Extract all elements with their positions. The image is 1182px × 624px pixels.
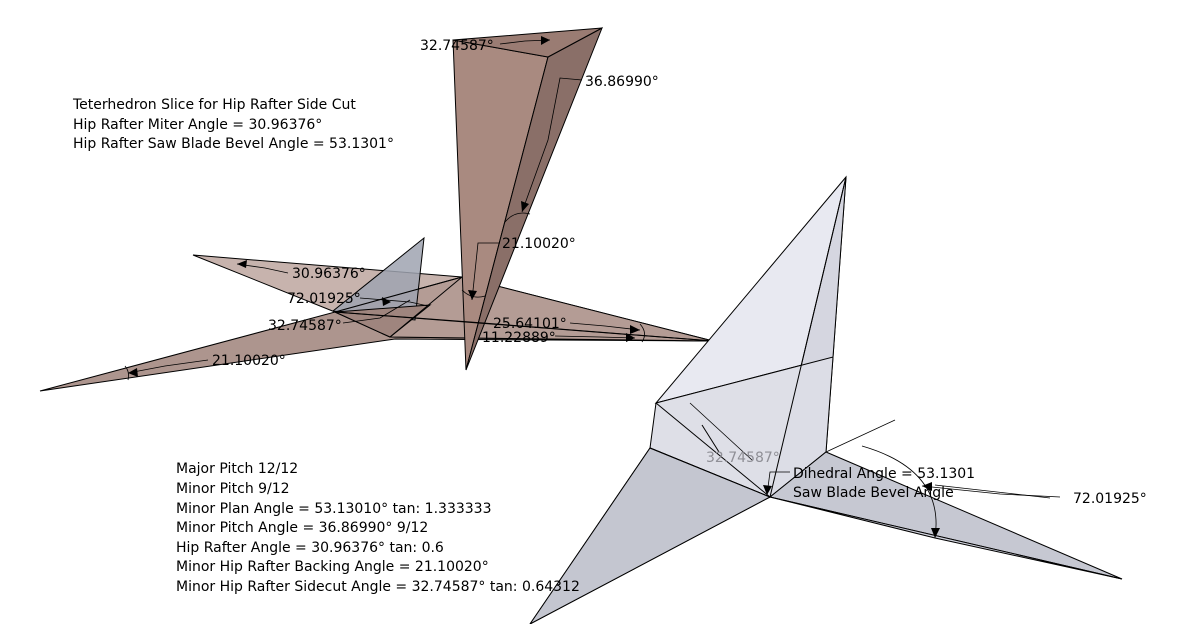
angle-label-right-ghost: 32.74587° (706, 450, 780, 466)
dim-arrow-top-right (521, 77, 583, 213)
info-line-1: Major Pitch 12/12 (176, 461, 298, 477)
dim-arrow-right-b (554, 335, 636, 339)
edge-center-1 (334, 276, 463, 313)
arrowhead-right-far (922, 482, 932, 491)
title-line-2: Hip Rafter Miter Angle = 30.96376° (73, 117, 322, 133)
angle-label-left-upper: 30.96376° (292, 266, 366, 282)
info-line-2: Minor Pitch 9/12 (176, 481, 290, 497)
dihedral-label-line-1: Dihedral Angle = 53.1301 (793, 466, 975, 482)
angle-label-mid-vertical: 21.10020° (502, 236, 576, 252)
arrowhead-arc-right-far (931, 528, 940, 538)
vertical-wedge-top (452, 27, 603, 58)
info-line-6: Minor Hip Rafter Backing Angle = 21.1002… (176, 559, 489, 575)
angle-label-right-a: 25.64101° (493, 316, 567, 332)
arrowhead-top-wedge (541, 36, 550, 45)
info-line-4: Minor Pitch Angle = 36.86990° 9/12 (176, 520, 428, 536)
angle-label-top-wedge: 32.74587° (420, 38, 494, 54)
arrowhead-right-a (630, 325, 640, 334)
edge-center-2 (389, 276, 463, 338)
title-line-1: Teterhedron Slice for Hip Rafter Side Cu… (72, 97, 356, 113)
arc-mid-vertical (461, 289, 486, 298)
right-edge-4 (701, 424, 720, 453)
right-edge-3 (649, 447, 771, 498)
arc-top-right (504, 212, 531, 223)
info-line-7: Minor Hip Rafter Sidecut Angle = 32.7458… (176, 579, 580, 595)
arc-right-a (639, 323, 645, 343)
angle-label-center-a: 72.01925° (287, 291, 361, 307)
dim-arrow-mid-vertical (471, 242, 500, 301)
arrowhead-dihedral (763, 485, 772, 495)
info-line-3: Minor Plan Angle = 53.13010° tan: 1.3333… (176, 501, 491, 517)
arrowhead-mid-vertical (468, 290, 477, 300)
arrowhead-right-b (626, 333, 635, 342)
dim-arrow-right-far (921, 485, 1061, 498)
angle-label-right-far: 72.01925° (1073, 491, 1147, 507)
info-line-5: Hip Rafter Angle = 30.96376° tan: 0.6 (176, 540, 444, 556)
right-edge-2 (655, 402, 771, 498)
right-guide-line (825, 419, 896, 453)
arrowhead-center-a (382, 297, 391, 306)
angle-label-top-right: 36.86990° (585, 74, 659, 90)
arrowhead-top-right (521, 201, 529, 212)
right-flat-wing-top (769, 496, 1123, 580)
dihedral-label-line-2: Saw Blade Bevel Angle (793, 485, 954, 501)
right-edge-1 (769, 176, 847, 498)
dim-arrow-right-a (569, 322, 641, 331)
dim-arrow-center-a (359, 297, 429, 307)
angle-label-bottom-left: 21.10020° (212, 353, 286, 369)
right-edge-5 (689, 402, 753, 461)
angle-label-right-b: 11.22889° (482, 330, 556, 346)
arc-bottom-left (124, 365, 129, 381)
dim-arrow-center-b (342, 299, 411, 324)
inner-triangle (334, 304, 432, 338)
angle-label-center-b: 32.74587° (268, 318, 342, 334)
title-line-3: Hip Rafter Saw Blade Bevel Angle = 53.13… (73, 136, 394, 152)
arc-right-far (861, 445, 937, 539)
dim-arrow-bottom-left (127, 359, 209, 374)
arrowhead-left-upper (237, 260, 247, 268)
edge-center-5 (334, 311, 714, 342)
arrowhead-bottom-left (128, 368, 138, 377)
